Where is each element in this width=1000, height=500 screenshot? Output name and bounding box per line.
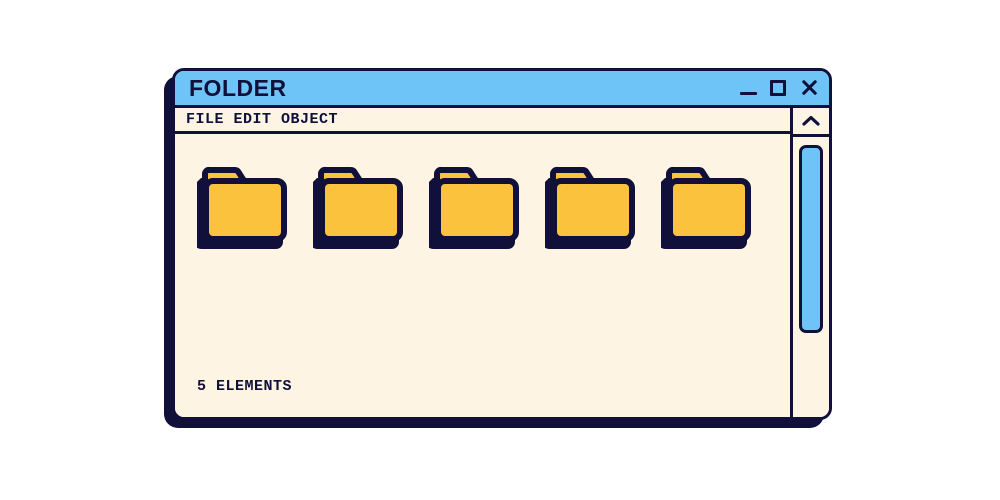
- scrollbar-thumb[interactable]: [799, 145, 823, 333]
- file-list-area[interactable]: 5 ELEMENTS: [175, 134, 790, 417]
- main-column: FILE EDIT OBJECT: [175, 108, 793, 417]
- scroll-up-button[interactable]: [793, 108, 829, 137]
- folder-grid: [197, 156, 757, 254]
- folder-icon: [313, 166, 403, 249]
- status-bar: 5 ELEMENTS: [197, 377, 292, 395]
- window-body: FILE EDIT OBJECT: [175, 108, 829, 417]
- folder-icon: [197, 166, 287, 249]
- folder-icon: [429, 166, 519, 249]
- close-icon[interactable]: [799, 78, 819, 98]
- maximize-icon[interactable]: [770, 80, 786, 96]
- menu-bar: FILE EDIT OBJECT: [175, 108, 790, 134]
- menu-bar-items[interactable]: FILE EDIT OBJECT: [186, 111, 339, 128]
- file-manager-window: FOLDER FILE EDIT OBJECT: [172, 68, 832, 420]
- folder-icon: [545, 166, 635, 249]
- list-item[interactable]: [197, 156, 287, 254]
- scrollbar-column: [793, 108, 829, 417]
- element-count-label: 5 ELEMENTS: [197, 378, 293, 395]
- page-title: FOLDER: [189, 74, 287, 101]
- scrollbar-track[interactable]: [793, 137, 829, 417]
- window-controls: [740, 78, 819, 98]
- chevron-up-icon: [802, 115, 820, 126]
- window-title-bar[interactable]: FOLDER: [175, 71, 829, 108]
- list-item[interactable]: [661, 156, 751, 254]
- folder-icon: [661, 166, 751, 249]
- list-item[interactable]: [545, 156, 635, 254]
- minimize-icon[interactable]: [740, 78, 757, 98]
- list-item[interactable]: [313, 156, 403, 254]
- list-item[interactable]: [429, 156, 519, 254]
